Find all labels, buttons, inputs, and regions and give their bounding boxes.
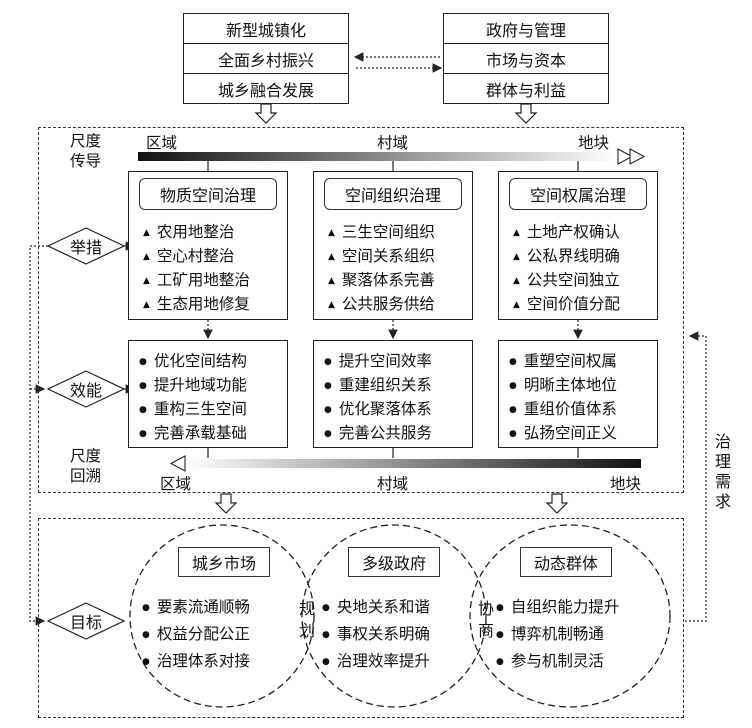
measure-item: 生态用地修复	[143, 292, 250, 314]
goal-item: 事权关系明确	[322, 622, 430, 644]
effect-item: 重组价值体系	[509, 397, 617, 419]
goal-item: 治理效率提升	[322, 649, 430, 671]
goal-title-urban-rural-market: 城乡市场	[178, 547, 270, 577]
overlap-label-planning-line1: 规	[299, 599, 316, 618]
measure-item: 三生空间组织	[328, 220, 435, 242]
measures-card-ownership: 空间权属治理 土地产权确认 公私界线明确 公共空间独立 空间价值分配	[498, 171, 658, 320]
measure-item: 聚落体系完善	[328, 268, 435, 290]
goal-item: 治理体系对接	[142, 649, 250, 671]
goal-label: 目标	[69, 613, 102, 632]
card-title-organization: 空间组织治理	[324, 178, 462, 210]
scale-trace-label-village: 村域	[377, 475, 409, 493]
measures-diamond: 举措	[48, 228, 124, 264]
effect-item: 重塑空间权属	[509, 349, 617, 371]
scale-transmit-label-village: 村域	[377, 134, 409, 152]
scale-trace-title-line2: 回溯	[70, 467, 102, 485]
effect-item: 弘扬空间正义	[509, 421, 617, 443]
effect-item: 优化聚落体系	[324, 397, 432, 419]
governance-demand-label: 治理需求	[714, 432, 734, 512]
measure-item: 农用地整治	[143, 220, 235, 242]
goal-item: 参与机制灵活	[496, 649, 604, 671]
goal-title-dynamic-groups: 动态群体	[520, 547, 612, 577]
measure-item: 公共空间独立	[513, 268, 620, 290]
scale-trace-title-line1: 尺度	[70, 447, 102, 465]
overlap-label-negotiation-line1: 协	[478, 599, 495, 618]
measure-item: 空心村整治	[143, 244, 235, 266]
effect-item: 提升空间效率	[324, 349, 432, 371]
efficacy-diamond: 效能	[48, 371, 124, 407]
overlap-label-negotiation-line2: 商	[478, 621, 495, 640]
goal-title-multilevel-government: 多级政府	[348, 547, 440, 577]
top-left-item-rural-revitalization: 全面乡村振兴	[183, 43, 349, 74]
goal-item: 要素流通顺畅	[142, 595, 250, 617]
top-right-item-government: 政府与管理	[443, 13, 609, 44]
effect-item: 提升地域功能	[139, 373, 247, 395]
overlap-label-negotiation: 协 商	[478, 598, 494, 642]
scale-transmit-label-plot: 地块	[578, 134, 610, 152]
effect-item: 优化空间结构	[139, 349, 247, 371]
effects-card-ownership: 重塑空间权属 明晰主体地位 重组价值体系 弘扬空间正义	[498, 340, 658, 448]
goal-item: 自组织能力提升	[496, 595, 620, 617]
scale-transmit-title-line1: 尺度	[70, 132, 102, 150]
scale-transmit-bar	[138, 152, 618, 161]
goal-item: 权益分配公正	[142, 622, 250, 644]
goal-diamond: 目标	[48, 603, 124, 639]
scale-transmit-title: 尺度 传导	[70, 131, 101, 171]
effects-card-organization: 提升空间效率 重建组织关系 优化聚落体系 完善公共服务	[313, 340, 473, 448]
overlap-label-planning-line2: 划	[299, 621, 316, 640]
measures-card-organization: 空间组织治理 三生空间组织 空间关系组织 聚落体系完善 公共服务供给	[313, 171, 473, 320]
top-left-item-urbanization: 新型城镇化	[183, 13, 349, 44]
top-right-item-market: 市场与资本	[443, 43, 609, 74]
measures-efficacy-region	[38, 127, 684, 493]
effect-item: 明晰主体地位	[509, 373, 617, 395]
effects-card-physical: 优化空间结构 提升地域功能 重构三生空间 完善承载基础	[128, 340, 288, 448]
hollow-arrow-left-top	[254, 103, 278, 124]
goal-item: 博弈机制畅通	[496, 622, 604, 644]
card-title-ownership: 空间权属治理	[509, 178, 647, 210]
measures-card-physical: 物质空间治理 农用地整治 空心村整治 工矿用地整治 生态用地修复	[128, 171, 288, 320]
effect-item: 完善承载基础	[139, 421, 247, 443]
top-left-item-urban-rural-integration: 城乡融合发展	[183, 73, 349, 104]
measure-item: 空间关系组织	[328, 244, 435, 266]
top-right-item-groups: 群体与利益	[443, 73, 609, 104]
overlap-label-planning: 规 划	[299, 598, 315, 642]
scale-trace-bar	[185, 459, 641, 468]
goal-item: 央地关系和谐	[322, 595, 430, 617]
scale-trace-title: 尺度 回溯	[70, 446, 101, 486]
effect-item: 重建组织关系	[324, 373, 432, 395]
scale-transmit-title-line2: 传导	[70, 152, 102, 170]
hollow-arrow-right-top	[514, 103, 538, 124]
measure-item: 土地产权确认	[513, 220, 620, 242]
effect-item: 重构三生空间	[139, 397, 247, 419]
effect-item: 完善公共服务	[324, 421, 432, 443]
goals-region	[38, 518, 684, 718]
measure-item: 公私界线明确	[513, 244, 620, 266]
scale-transmit-label-region: 区域	[146, 134, 178, 152]
efficacy-label: 效能	[69, 381, 102, 400]
measure-item: 公共服务供给	[328, 292, 435, 314]
scale-trace-label-plot: 地块	[610, 475, 642, 493]
governance-demand-text: 治理需求	[714, 432, 731, 511]
measure-item: 工矿用地整治	[143, 268, 250, 290]
measure-item: 空间价值分配	[513, 292, 620, 314]
scale-trace-label-region: 区域	[160, 475, 192, 493]
card-title-physical: 物质空间治理	[139, 178, 277, 210]
measures-label: 举措	[69, 238, 102, 257]
